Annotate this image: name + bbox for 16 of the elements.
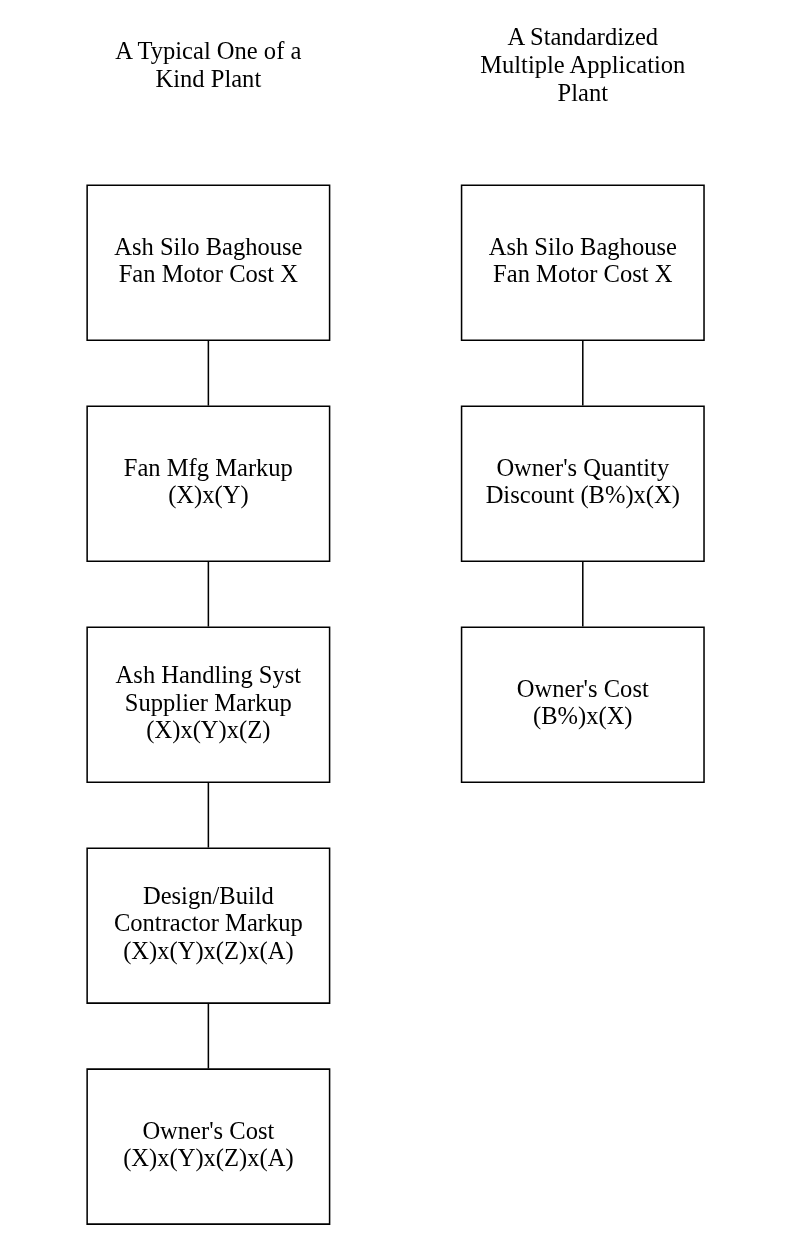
node-box: Fan Mfg Markup (X)x(Y) bbox=[86, 405, 331, 562]
label: A Typical One of a Kind Plant bbox=[115, 37, 302, 92]
connector bbox=[582, 560, 584, 628]
node-box: Ash Handling Syst Supplier Markup (X)x(Y)x(Z) bbox=[86, 626, 331, 783]
node-box: Owner's Cost (X)x(Y)x(Z)x(A) bbox=[86, 1068, 331, 1225]
connector bbox=[207, 339, 210, 407]
connector bbox=[582, 339, 584, 407]
connector bbox=[207, 1002, 210, 1070]
node-box: Ash Silo Baghouse Fan Motor Cost X bbox=[460, 184, 705, 341]
node-box: Owner's Cost (B%)x(X) bbox=[460, 626, 705, 783]
node-box: Ash Silo Baghouse Fan Motor Cost X bbox=[86, 184, 331, 341]
label: A Standardized Multiple Application Plant bbox=[480, 23, 686, 106]
node-box: Design/Build Contractor Markup (X)x(Y)x(Z)x(A) bbox=[86, 847, 331, 1004]
connector bbox=[207, 560, 210, 628]
node-box: Owner's Quantity Discount (B%)x(X) bbox=[460, 405, 705, 562]
connector bbox=[207, 781, 210, 849]
